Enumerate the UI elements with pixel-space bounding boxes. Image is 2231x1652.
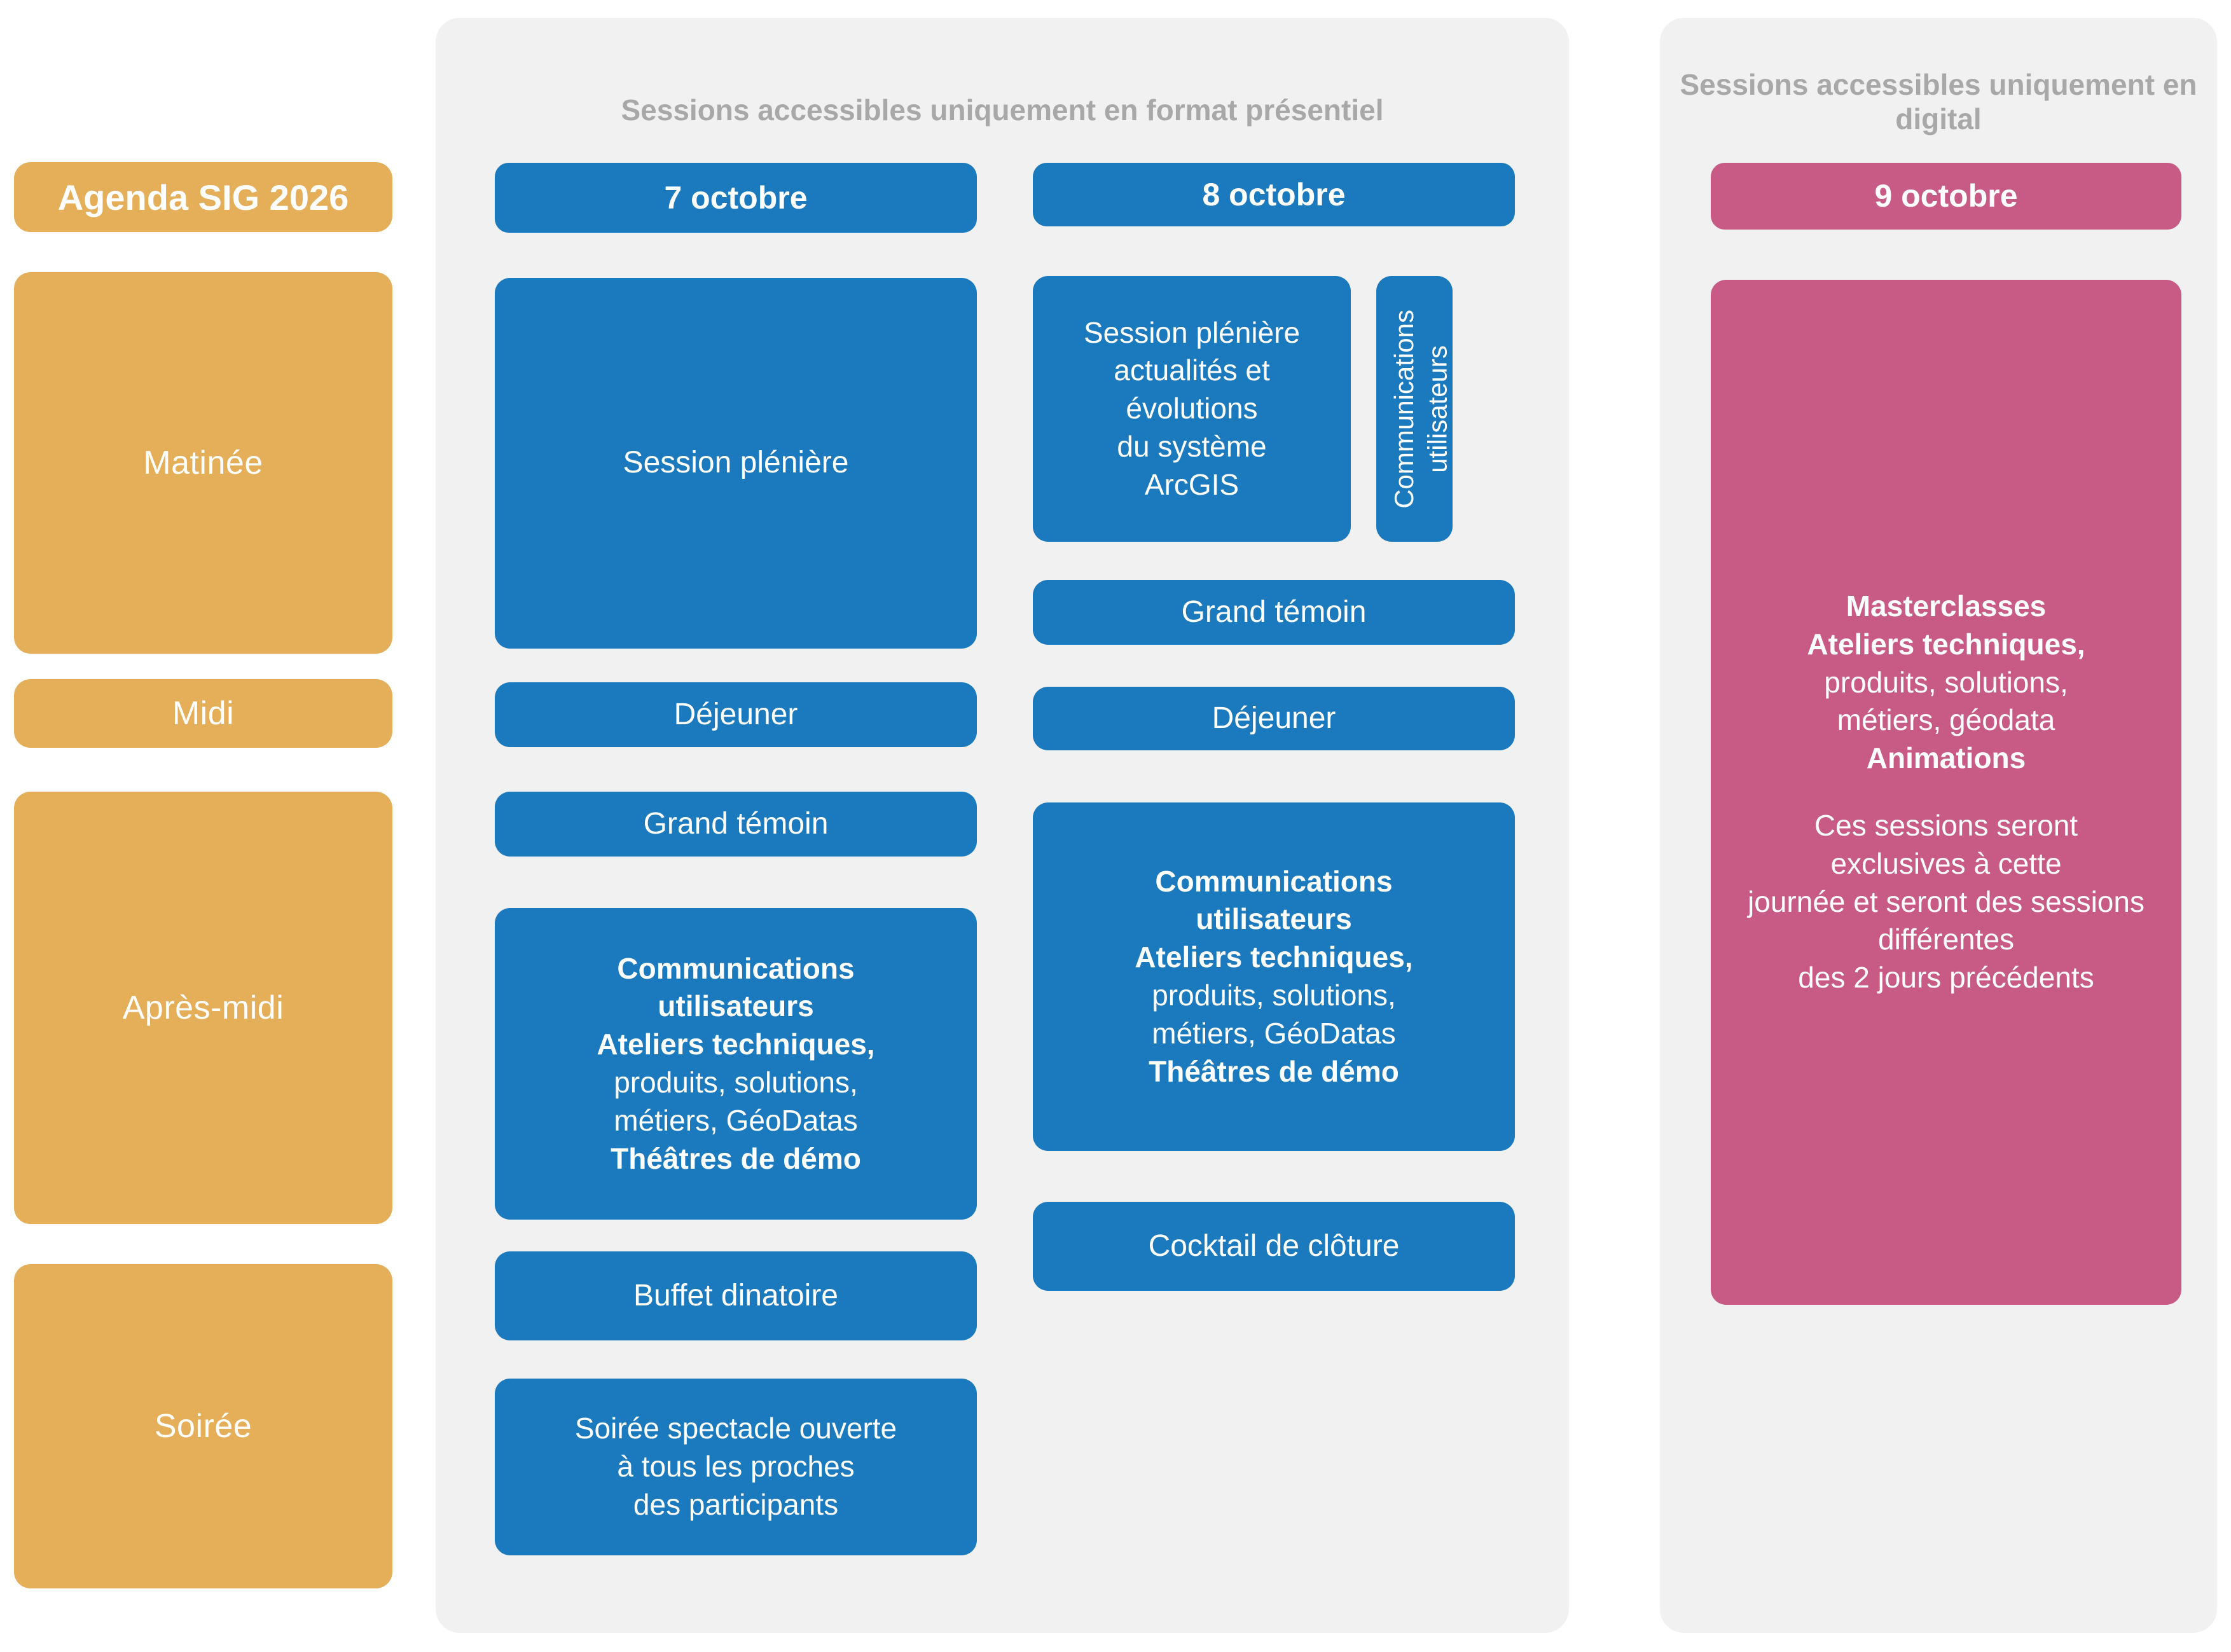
session-text: Communications utilisateurs Ateliers tec… <box>1135 864 1413 1088</box>
session-text: Masterclasses Ateliers techniques, produ… <box>1722 588 2170 997</box>
day-header-9-octobre: 9 octobre <box>1711 163 2181 230</box>
session-text: Cocktail de clôture <box>1148 1229 1400 1263</box>
session-text-vertical: Communications utilisateurs <box>1389 309 1453 509</box>
time-slot-label: Midi <box>172 695 235 732</box>
session-7oct-dejeuner: Déjeuner <box>495 682 977 747</box>
time-slot-label: Après-midi <box>122 989 284 1026</box>
session-7oct-session-pleniere: Session plénière <box>495 278 977 649</box>
day-header-8-octobre: 8 octobre <box>1033 163 1515 226</box>
agenda-title-label: Agenda SIG 2026 <box>57 177 349 217</box>
session-8oct-grand-temoin: Grand témoin <box>1033 580 1515 645</box>
time-slot-midi: Midi <box>14 679 392 748</box>
session-text: Déjeuner <box>1212 701 1336 735</box>
session-9oct-masterclasses: Masterclasses Ateliers techniques, produ… <box>1711 280 2181 1305</box>
session-text: Grand témoin <box>643 806 829 841</box>
day-header-label: 9 octobre <box>1874 178 2018 214</box>
session-8oct-communications-ateliers: Communications utilisateurs Ateliers tec… <box>1033 802 1515 1151</box>
panel-presentiel-title: Sessions accessibles uniquement en forma… <box>621 93 1384 127</box>
time-slot-label: Matinée <box>143 444 263 481</box>
session-text: Déjeuner <box>673 697 798 731</box>
day-header-label: 7 octobre <box>664 179 808 216</box>
session-7oct-grand-temoin: Grand témoin <box>495 792 977 857</box>
day-header-label: 8 octobre <box>1202 176 1346 212</box>
session-7oct-communications-ateliers: Communications utilisateurs Ateliers tec… <box>495 908 977 1220</box>
session-8oct-dejeuner: Déjeuner <box>1033 687 1515 750</box>
session-text: Soirée spectacle ouverte à tous les proc… <box>574 1412 897 1521</box>
session-text: Buffet dinatoire <box>633 1278 838 1312</box>
session-text: Grand témoin <box>1181 595 1367 629</box>
time-slot-soiree: Soirée <box>14 1264 392 1588</box>
session-text: Session plénière actualités et évolution… <box>1083 315 1301 501</box>
panel-digital-title: Sessions accessibles uniquement en digit… <box>1680 68 2197 136</box>
session-8oct-session-pleniere-actualites: Session plénière actualités et évolution… <box>1033 276 1351 542</box>
day-header-7-octobre: 7 octobre <box>495 163 977 233</box>
session-7oct-soiree-spectacle: Soirée spectacle ouverte à tous les proc… <box>495 1379 977 1555</box>
time-slot-matinee: Matinée <box>14 272 392 654</box>
session-8oct-communications-utilisateurs-vertical: Communications utilisateurs <box>1376 276 1453 542</box>
session-7oct-buffet-dinatoire: Buffet dinatoire <box>495 1251 977 1340</box>
time-slot-label: Soirée <box>154 1408 252 1445</box>
time-slot-apres-midi: Après-midi <box>14 792 392 1224</box>
session-text: Session plénière <box>623 446 849 480</box>
agenda-title-badge: Agenda SIG 2026 <box>14 162 392 232</box>
paragraph-gap <box>1729 778 2164 807</box>
session-8oct-cocktail-cloture: Cocktail de clôture <box>1033 1202 1515 1291</box>
session-text: Communications utilisateurs Ateliers tec… <box>597 951 875 1175</box>
